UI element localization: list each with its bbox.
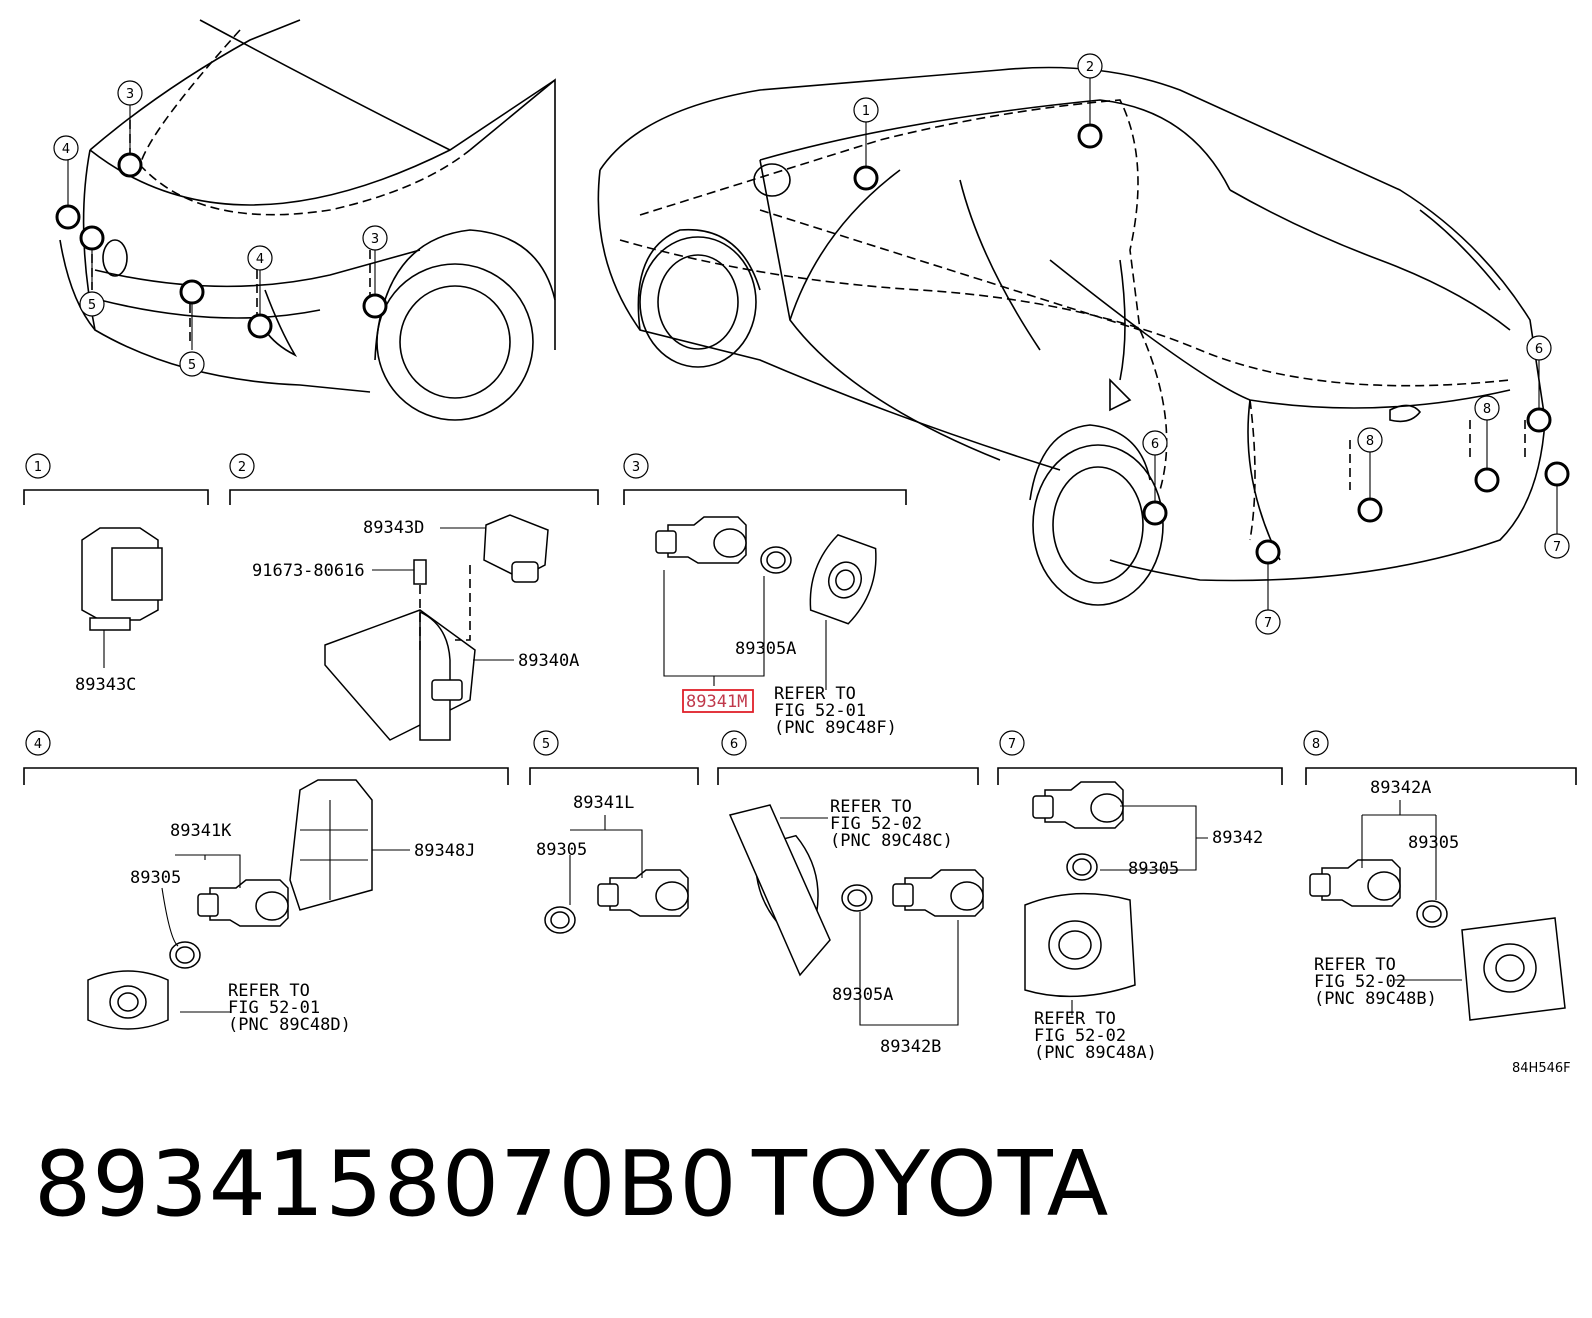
part-label: 89342B xyxy=(880,1037,941,1057)
part-label: 89343D xyxy=(363,518,424,538)
svg-text:5: 5 xyxy=(188,358,196,373)
sensor-marker xyxy=(179,279,205,305)
part-label: 89342A xyxy=(1370,778,1431,798)
sensor-marker xyxy=(1077,123,1103,149)
refer-note: FIG 52-02 xyxy=(830,814,922,834)
front-car-illustration xyxy=(59,19,556,421)
front-car-sensors xyxy=(55,105,388,350)
svg-text:1: 1 xyxy=(862,104,870,119)
sensor-marker xyxy=(247,313,273,339)
part-label: 89342 xyxy=(1212,828,1263,848)
sensor-marker xyxy=(853,165,879,191)
part-89343c-drawing xyxy=(81,527,163,631)
svg-text:4: 4 xyxy=(256,252,264,267)
refer-note: FIG 52-01 xyxy=(774,701,866,721)
svg-text:6: 6 xyxy=(1535,342,1543,357)
refer-note: REFER TO xyxy=(228,981,310,1001)
sensor-marker xyxy=(1142,500,1168,526)
sensor-marker xyxy=(1255,539,1281,565)
caption-part-number: 8934158070B0 xyxy=(34,1132,738,1237)
refer-note: (PNC 89C48F) xyxy=(774,718,897,738)
highlighted-part-label: 89341M xyxy=(686,692,747,712)
caption-brand: TOYOTA xyxy=(752,1132,1110,1237)
group-3: 3 89305A 89341M REFER TO FIG 52-01 (PNC … xyxy=(623,453,907,738)
part-label: 89341K xyxy=(170,821,232,841)
rear-car-illustration xyxy=(597,66,1546,606)
refer-note: (PNC 89C48C) xyxy=(830,831,953,851)
part-label: 89305 xyxy=(1408,833,1459,853)
part-89340a-drawing xyxy=(324,609,476,741)
svg-text:5: 5 xyxy=(542,737,550,752)
figure-code: 84H546F xyxy=(1512,1061,1571,1076)
group-6: 6 REFER TO FIG 52-02 (PNC 89C48C) 89305A… xyxy=(717,730,984,1057)
part-label: 89305A xyxy=(832,985,893,1005)
sensor-marker xyxy=(1526,407,1552,433)
sensor-marker xyxy=(1544,461,1570,487)
sensor-marker xyxy=(55,204,81,230)
sensor-marker xyxy=(1357,497,1383,523)
refer-note: REFER TO xyxy=(830,797,912,817)
svg-text:3: 3 xyxy=(632,460,640,475)
sensor-marker xyxy=(79,225,105,251)
group-7: 7 89342 89305 REFER TO FIG 52-02 (PNC 89… xyxy=(997,730,1283,1063)
refer-note: FIG 52-02 xyxy=(1314,972,1406,992)
svg-text:7: 7 xyxy=(1008,737,1016,752)
part-label: 89305A xyxy=(735,639,796,659)
group-1: 1 89343C xyxy=(23,453,209,695)
highlighted-part-box xyxy=(682,689,754,713)
svg-text:7: 7 xyxy=(1553,540,1561,555)
group-4: 4 89341K 89305 89348J REFER TO FIG 52-01… xyxy=(23,730,509,1035)
svg-text:8: 8 xyxy=(1312,737,1320,752)
refer-note: REFER TO xyxy=(1034,1009,1116,1029)
sensor-marker xyxy=(117,152,143,178)
refer-note: FIG 52-01 xyxy=(228,998,320,1018)
svg-text:2: 2 xyxy=(238,460,246,475)
refer-note: REFER TO xyxy=(774,684,856,704)
refer-note: FIG 52-02 xyxy=(1034,1026,1126,1046)
front-callouts: 3 4 5 5 4 3 xyxy=(53,80,388,377)
group-2: 2 89343D 91673-80616 89340A xyxy=(229,453,599,741)
svg-text:1: 1 xyxy=(34,460,42,475)
part-label: 89305 xyxy=(130,868,181,888)
svg-text:6: 6 xyxy=(1151,437,1159,452)
sensor-marker xyxy=(362,293,388,319)
svg-text:8: 8 xyxy=(1366,434,1374,449)
part-label: 89341L xyxy=(573,793,634,813)
refer-note: REFER TO xyxy=(1314,955,1396,975)
svg-text:6: 6 xyxy=(730,737,738,752)
svg-text:4: 4 xyxy=(62,142,70,157)
svg-text:4: 4 xyxy=(34,737,42,752)
svg-text:3: 3 xyxy=(126,87,134,102)
part-label: 89305 xyxy=(1128,859,1179,879)
svg-text:5: 5 xyxy=(88,298,96,313)
part-89348j-drawing xyxy=(289,779,373,911)
group-8: 8 89342A 89305 REFER TO FIG 52-02 (PNC 8… xyxy=(1303,730,1577,1021)
svg-text:2: 2 xyxy=(1086,60,1094,75)
svg-text:3: 3 xyxy=(371,232,379,247)
sensor-marker xyxy=(1474,467,1500,493)
refer-note: (PNC 89C48A) xyxy=(1034,1043,1157,1063)
part-label: 89343C xyxy=(75,675,136,695)
parts-diagram: 3 4 5 5 4 3 xyxy=(23,19,1577,1076)
part-label: 89348J xyxy=(414,841,475,861)
rear-car-sensors xyxy=(853,78,1570,610)
refer-note: (PNC 89C48D) xyxy=(228,1015,351,1035)
group-5: 5 89341L 89305 xyxy=(529,730,699,934)
rear-callouts: 1 2 6 7 8 8 6 7 xyxy=(853,53,1570,635)
svg-text:7: 7 xyxy=(1264,616,1272,631)
part-89343d-drawing xyxy=(483,514,549,583)
part-label: 91673-80616 xyxy=(252,561,365,581)
svg-text:8: 8 xyxy=(1483,402,1491,417)
part-label: 89305 xyxy=(536,840,587,860)
part-label: 89340A xyxy=(518,651,579,671)
refer-note: (PNC 89C48B) xyxy=(1314,989,1437,1009)
